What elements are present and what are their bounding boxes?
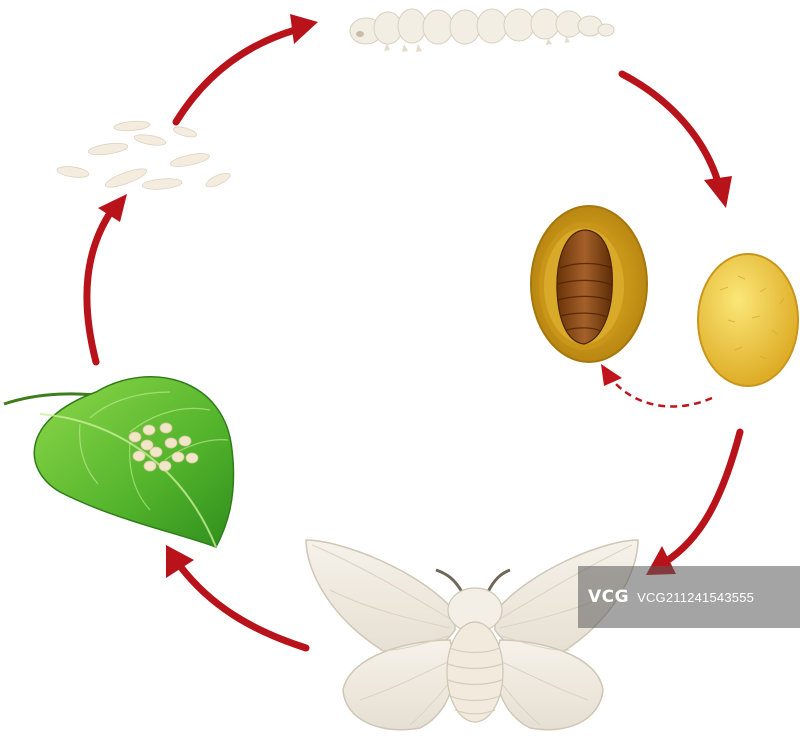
egg-cluster [128, 422, 199, 472]
arrow-moth-to-leaf [176, 562, 310, 652]
moth-abdomen [446, 621, 504, 723]
cycle-arrows [83, 26, 744, 652]
arrow-silkworm-to-cocoon [618, 70, 722, 186]
arrowhead-silkworm-to-cocoon [704, 176, 732, 208]
cocoon [697, 253, 799, 387]
pupa-in-cocoon [530, 205, 648, 363]
watermark: VCG VCG211241543555 [578, 566, 800, 628]
dashed-arrow-cocoon-to-pupa [601, 364, 713, 408]
arrow-larvae-to-silkworm [172, 26, 299, 126]
arrowhead-moth-to-leaf [166, 545, 194, 578]
arrow-leaf-to-larvae [83, 206, 116, 366]
pupa [556, 229, 613, 345]
leaf-with-eggs [3, 376, 235, 548]
moth-wing-upper-left [305, 539, 456, 657]
arrowhead-larvae-to-silkworm [290, 14, 318, 44]
watermark-logo: VCG [588, 587, 630, 607]
young-larvae [56, 120, 231, 190]
arrow-cocoon-to-moth [661, 428, 744, 566]
moth-wing-lower-right [494, 639, 604, 731]
watermark-id: VCG211241543555 [637, 589, 755, 605]
leaf-midrib [39, 413, 217, 548]
moth-antenna-right [486, 568, 511, 593]
leaf-veins [79, 391, 229, 511]
silkworm [349, 8, 615, 52]
arrowhead-leaf-to-larvae [98, 194, 127, 222]
moth-antenna-left [435, 568, 464, 593]
